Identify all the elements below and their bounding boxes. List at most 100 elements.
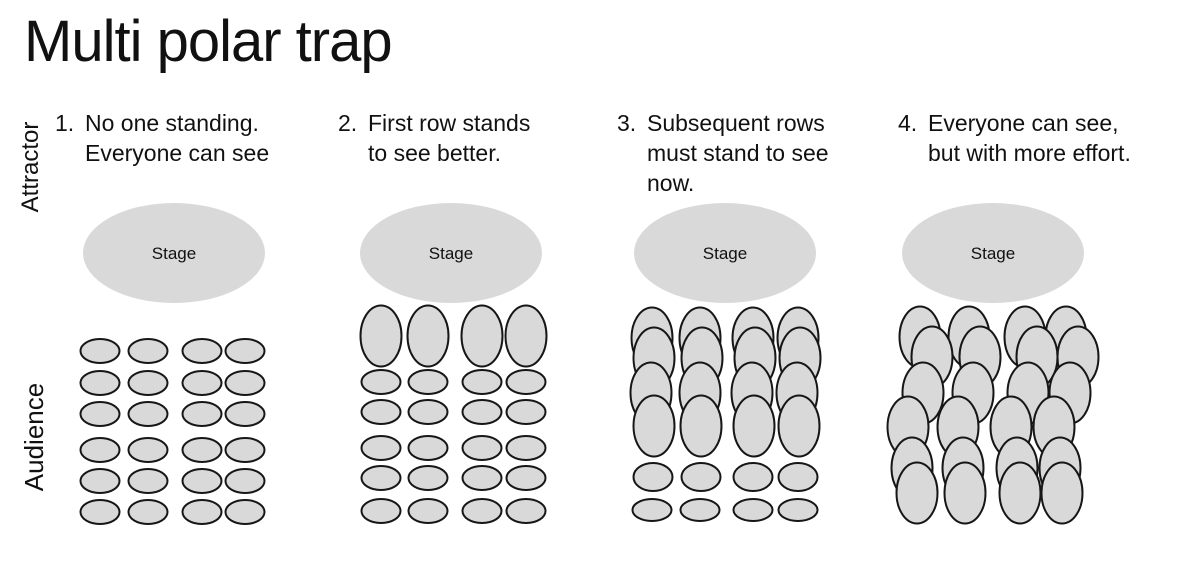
panel-caption-1: 1. No one standing. Everyone can see bbox=[55, 108, 335, 168]
person-sit-ellipse bbox=[181, 499, 223, 525]
caption-line: must stand to see bbox=[647, 138, 897, 168]
person-sit-ellipse bbox=[680, 462, 722, 492]
stage-label: Stage bbox=[429, 244, 473, 263]
person-stand-ellipse bbox=[1040, 461, 1084, 525]
person-sit-ellipse bbox=[79, 401, 121, 427]
caption-text: Everyone can see bbox=[85, 140, 270, 166]
stage-ellipse bbox=[360, 203, 542, 303]
person-sit-ellipse bbox=[127, 338, 169, 364]
person-sit-ellipse bbox=[505, 498, 547, 524]
person-sit-ellipse bbox=[461, 498, 503, 524]
caption-line: 4. Everyone can see, bbox=[898, 108, 1178, 138]
panel-caption-4: 4. Everyone can see, but with more effort. bbox=[898, 108, 1178, 168]
person-stand-ellipse bbox=[777, 394, 821, 458]
caption-number: 2. bbox=[338, 110, 358, 136]
person-sit-ellipse bbox=[407, 435, 449, 461]
caption-number: 3. bbox=[617, 110, 637, 136]
person-sit-ellipse bbox=[631, 498, 673, 522]
person-sit-ellipse bbox=[224, 401, 266, 427]
person-sit-ellipse bbox=[79, 338, 121, 364]
stage-label: Stage bbox=[971, 244, 1015, 263]
person-sit-ellipse bbox=[407, 399, 449, 425]
person-sit-ellipse bbox=[360, 435, 402, 461]
person-sit-ellipse bbox=[461, 435, 503, 461]
person-sit-ellipse bbox=[732, 498, 774, 522]
person-sit-ellipse bbox=[181, 338, 223, 364]
caption-text: but with more effort. bbox=[928, 140, 1131, 166]
caption-line: but with more effort. bbox=[928, 138, 1178, 168]
person-sit-ellipse bbox=[79, 499, 121, 525]
person-stand-ellipse bbox=[895, 461, 939, 525]
person-sit-ellipse bbox=[777, 462, 819, 492]
caption-text: Everyone can see, bbox=[928, 110, 1119, 136]
person-sit-ellipse bbox=[127, 437, 169, 463]
caption-text: No one standing. bbox=[85, 110, 259, 136]
person-sit-ellipse bbox=[181, 468, 223, 494]
person-sit-ellipse bbox=[79, 468, 121, 494]
person-stand-ellipse bbox=[998, 461, 1042, 525]
panel-caption-3: 3. Subsequent rows must stand to see now. bbox=[617, 108, 897, 198]
page-title: Multi polar trap bbox=[24, 9, 393, 74]
person-sit-ellipse bbox=[360, 465, 402, 491]
caption-number: 4. bbox=[898, 110, 918, 136]
person-sit-ellipse bbox=[777, 498, 819, 522]
person-sit-ellipse bbox=[127, 499, 169, 525]
stage-label: Stage bbox=[703, 244, 747, 263]
person-sit-ellipse bbox=[407, 498, 449, 524]
caption-text: to see better. bbox=[368, 140, 501, 166]
caption-line: to see better. bbox=[368, 138, 618, 168]
person-sit-ellipse bbox=[181, 437, 223, 463]
person-sit-ellipse bbox=[181, 401, 223, 427]
stage-label: Stage bbox=[152, 244, 196, 263]
person-sit-ellipse bbox=[127, 468, 169, 494]
person-sit-ellipse bbox=[407, 465, 449, 491]
person-sit-ellipse bbox=[79, 437, 121, 463]
person-stand-ellipse bbox=[460, 304, 504, 368]
panel-caption-2: 2. First row stands to see better. bbox=[338, 108, 618, 168]
caption-text: now. bbox=[647, 170, 695, 196]
person-sit-ellipse bbox=[127, 401, 169, 427]
person-sit-ellipse bbox=[224, 338, 266, 364]
person-stand-ellipse bbox=[359, 304, 403, 368]
person-sit-ellipse bbox=[224, 437, 266, 463]
person-stand-ellipse bbox=[504, 304, 548, 368]
person-sit-ellipse bbox=[181, 370, 223, 396]
person-sit-ellipse bbox=[224, 499, 266, 525]
person-sit-ellipse bbox=[407, 369, 449, 395]
person-stand-ellipse bbox=[732, 394, 776, 458]
person-sit-ellipse bbox=[505, 369, 547, 395]
caption-line: now. bbox=[647, 168, 897, 198]
person-sit-ellipse bbox=[127, 370, 169, 396]
person-sit-ellipse bbox=[461, 465, 503, 491]
person-sit-ellipse bbox=[632, 462, 674, 492]
person-stand-ellipse bbox=[679, 394, 723, 458]
person-stand-ellipse bbox=[632, 394, 676, 458]
person-sit-ellipse bbox=[360, 369, 402, 395]
caption-text: First row stands bbox=[368, 110, 531, 136]
person-sit-ellipse bbox=[505, 399, 547, 425]
caption-line: Everyone can see bbox=[85, 138, 335, 168]
person-stand-ellipse bbox=[406, 304, 450, 368]
stage-ellipse bbox=[83, 203, 265, 303]
person-stand-ellipse bbox=[943, 461, 987, 525]
person-sit-ellipse bbox=[505, 435, 547, 461]
person-sit-ellipse bbox=[505, 465, 547, 491]
caption-number: 1. bbox=[55, 110, 75, 136]
person-sit-ellipse bbox=[360, 498, 402, 524]
person-sit-ellipse bbox=[360, 399, 402, 425]
caption-line: 2. First row stands bbox=[338, 108, 618, 138]
person-sit-ellipse bbox=[461, 399, 503, 425]
stage-ellipse bbox=[634, 203, 816, 303]
person-sit-ellipse bbox=[679, 498, 721, 522]
person-sit-ellipse bbox=[224, 370, 266, 396]
person-sit-ellipse bbox=[461, 369, 503, 395]
person-sit-ellipse bbox=[79, 370, 121, 396]
caption-line: 1. No one standing. bbox=[55, 108, 335, 138]
caption-text: must stand to see bbox=[647, 140, 829, 166]
caption-line: 3. Subsequent rows bbox=[617, 108, 897, 138]
stage-ellipse bbox=[902, 203, 1084, 303]
caption-text: Subsequent rows bbox=[647, 110, 825, 136]
person-sit-ellipse bbox=[224, 468, 266, 494]
